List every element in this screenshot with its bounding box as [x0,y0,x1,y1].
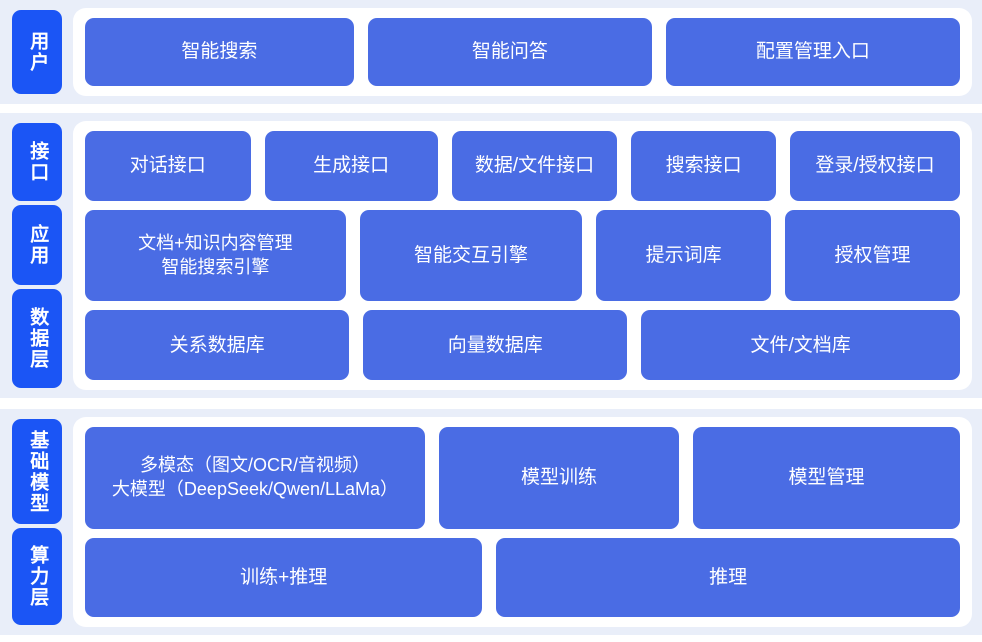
tab-column-infrastructure: 基础模型 算力层 [12,417,62,627]
layer-tab-interface[interactable]: 接口 [12,123,62,201]
node-file-document-store[interactable]: 文件/文档库 [641,310,961,381]
node-smart-search[interactable]: 智能搜索 [85,18,354,86]
layer-tab-application[interactable]: 应用 [12,205,62,285]
node-model-training[interactable]: 模型训练 [438,427,680,529]
node-data-file-api[interactable]: 数据/文件接口 [451,131,618,201]
node-search-api[interactable]: 搜索接口 [631,131,776,201]
node-authorization-management[interactable]: 授权管理 [785,209,961,302]
panel-user: 智能搜索 智能问答 配置管理入口 [73,8,972,96]
node-training-and-inference[interactable]: 训练+推理 [85,537,483,618]
row-foundation-model: 多模态（图文/OCR/音视频） 大模型（DeepSeek/Qwen/LLaMa）… [85,427,960,529]
layer-tab-interface-label: 接口 [27,141,49,183]
section-user: 用户 智能搜索 智能问答 配置管理入口 [0,0,982,104]
layer-tab-compute-label: 算力层 [27,545,49,608]
layer-tab-foundation-model[interactable]: 基础模型 [12,419,62,524]
layer-tab-application-label: 应用 [27,224,49,266]
node-inference[interactable]: 推理 [496,537,960,618]
node-prompt-library[interactable]: 提示词库 [596,209,772,302]
node-vector-database[interactable]: 向量数据库 [363,310,628,381]
row-data: 关系数据库 向量数据库 文件/文档库 [85,310,961,381]
layer-tab-compute[interactable]: 算力层 [12,528,62,625]
node-login-auth-api[interactable]: 登录/授权接口 [789,131,960,201]
tab-column-user: 用户 [12,8,62,96]
node-model-management[interactable]: 模型管理 [693,427,960,529]
row-user-entries: 智能搜索 智能问答 配置管理入口 [85,18,960,86]
row-interface: 对话接口 生成接口 数据/文件接口 搜索接口 登录/授权接口 [85,131,960,201]
panel-infrastructure: 多模态（图文/OCR/音视频） 大模型（DeepSeek/Qwen/LLaMa）… [73,417,972,627]
row-compute: 训练+推理 推理 [85,537,960,618]
layer-tab-user-label: 用户 [27,31,49,73]
panel-platform: 对话接口 生成接口 数据/文件接口 搜索接口 登录/授权接口 文档+知识内容管理… [73,121,972,390]
node-doc-knowledge-management[interactable]: 文档+知识内容管理 智能搜索引擎 [85,209,346,302]
section-platform: 接口 应用 数据层 对话接口 生成接口 数据/文件接口 搜索接口 登录/授权接口… [0,113,982,398]
layer-tab-data-label: 数据层 [27,307,49,370]
node-relational-database[interactable]: 关系数据库 [85,310,350,381]
row-application: 文档+知识内容管理 智能搜索引擎 智能交互引擎 提示词库 授权管理 [85,209,961,302]
layer-tab-foundation-model-label: 基础模型 [27,429,49,514]
node-config-management-entry[interactable]: 配置管理入口 [665,18,960,86]
layer-tab-user[interactable]: 用户 [12,10,62,94]
layer-tab-data[interactable]: 数据层 [12,289,62,388]
node-generation-api[interactable]: 生成接口 [264,131,438,201]
tab-column-platform: 接口 应用 数据层 [12,121,62,390]
node-interaction-engine[interactable]: 智能交互引擎 [359,209,583,302]
node-smart-qa[interactable]: 智能问答 [367,18,652,86]
node-multimodal-large-model[interactable]: 多模态（图文/OCR/音视频） 大模型（DeepSeek/Qwen/LLaMa） [85,427,425,529]
section-infrastructure: 基础模型 算力层 多模态（图文/OCR/音视频） 大模型（DeepSeek/Qw… [0,409,982,635]
node-dialog-api[interactable]: 对话接口 [85,131,251,201]
